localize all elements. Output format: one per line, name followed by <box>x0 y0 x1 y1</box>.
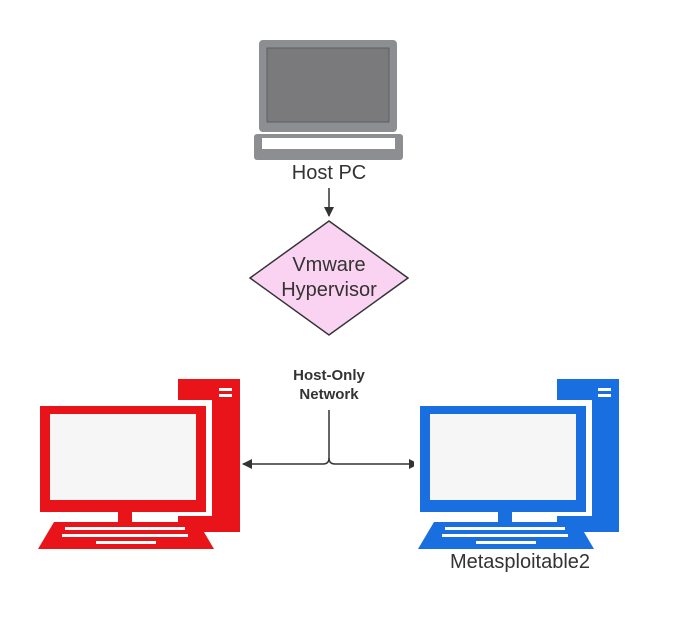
host-pc-label: Host PC <box>292 162 366 184</box>
target-tower-slot-2 <box>598 394 611 397</box>
hypervisor-label-line2: Hypervisor <box>281 279 377 301</box>
attacker-screen <box>50 414 196 500</box>
target-desktop-computer-icon <box>414 379 619 549</box>
hypervisor-label-line1: Vmware <box>292 254 365 276</box>
target-tower-slot <box>598 388 611 391</box>
target-keyboard-keys <box>442 527 568 544</box>
edge-hypervisor-trunk <box>242 410 330 469</box>
host-laptop-keyboard <box>262 138 395 149</box>
target-stand <box>498 512 512 522</box>
attacker-tower-slot-2 <box>219 394 232 397</box>
hypervisor-diamond <box>248 220 410 336</box>
target-screen <box>430 414 576 500</box>
attacker-tower-slot <box>219 388 232 391</box>
attacker-desktop-computer-icon <box>34 379 240 549</box>
edge-hypervisor-to-target <box>328 457 419 469</box>
network-label-line1: Host-Only <box>293 367 365 384</box>
host-laptop-screen <box>266 47 390 123</box>
target-label: Metasploitable2 <box>450 551 590 573</box>
attacker-stand <box>118 512 132 522</box>
attacker-keyboard-keys <box>62 527 188 544</box>
network-label-line2: Network <box>299 386 359 403</box>
host-pc-laptop-icon <box>254 40 403 160</box>
